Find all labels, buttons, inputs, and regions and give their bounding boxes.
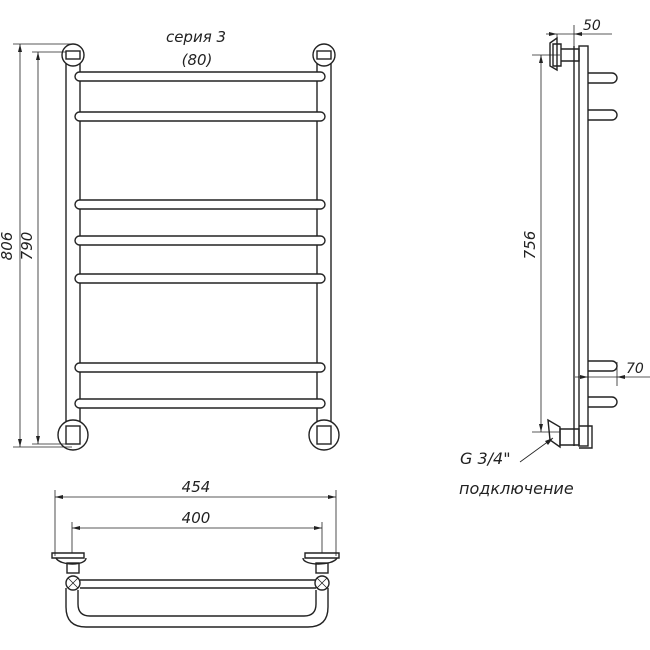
bottom-left-flange xyxy=(57,419,89,451)
dimension-806: 806 xyxy=(0,43,72,448)
plan-left-flange xyxy=(51,552,87,591)
rail-6 xyxy=(74,362,326,373)
plan-view: 454 400 xyxy=(51,478,340,628)
dimension-400: 400 xyxy=(71,509,323,553)
dimension-790: 790 xyxy=(18,51,66,445)
rail-2 xyxy=(74,111,326,122)
rail-3 xyxy=(74,199,326,210)
dimension-50: 50 xyxy=(546,18,612,46)
top-left-flange xyxy=(61,43,85,67)
dimension-454: 454 xyxy=(54,478,337,556)
horizontal-rails xyxy=(74,71,326,409)
connection-thread-label: G 3/4" xyxy=(460,449,511,468)
dimension-756-label: 756 xyxy=(521,231,539,260)
dimension-70-label: 70 xyxy=(626,361,644,377)
rail-4 xyxy=(74,235,326,246)
plan-u-rail xyxy=(65,579,329,628)
side-rail-stubs-top xyxy=(588,72,618,121)
dimension-400-label: 400 xyxy=(182,509,211,527)
bottom-right-flange xyxy=(308,419,340,451)
front-view: серия 3 (80) 806 790 xyxy=(0,28,340,451)
series-sub-label: (80) xyxy=(182,51,213,69)
dimension-806-label: 806 xyxy=(0,232,16,261)
side-view: 50 756 70 G 3/4" подключение xyxy=(459,18,650,498)
dimension-790-label: 790 xyxy=(18,232,36,261)
connection-label: подключение xyxy=(459,479,574,498)
rail-5 xyxy=(74,273,326,284)
dimension-70: 70 xyxy=(575,361,650,386)
side-rail-stubs-bottom xyxy=(588,360,618,408)
side-bottom-valve xyxy=(547,418,593,449)
rail-1 xyxy=(74,71,326,82)
dimension-454-label: 454 xyxy=(182,478,211,496)
rail-7 xyxy=(74,398,326,409)
side-top-valve xyxy=(549,36,580,72)
plan-right-flange xyxy=(302,552,340,591)
dimension-756: 756 xyxy=(521,54,560,433)
series-label: серия 3 xyxy=(166,28,226,46)
connection-callout: G 3/4" подключение xyxy=(459,437,574,498)
top-right-flange xyxy=(312,43,336,67)
dimension-50-label: 50 xyxy=(583,18,601,34)
